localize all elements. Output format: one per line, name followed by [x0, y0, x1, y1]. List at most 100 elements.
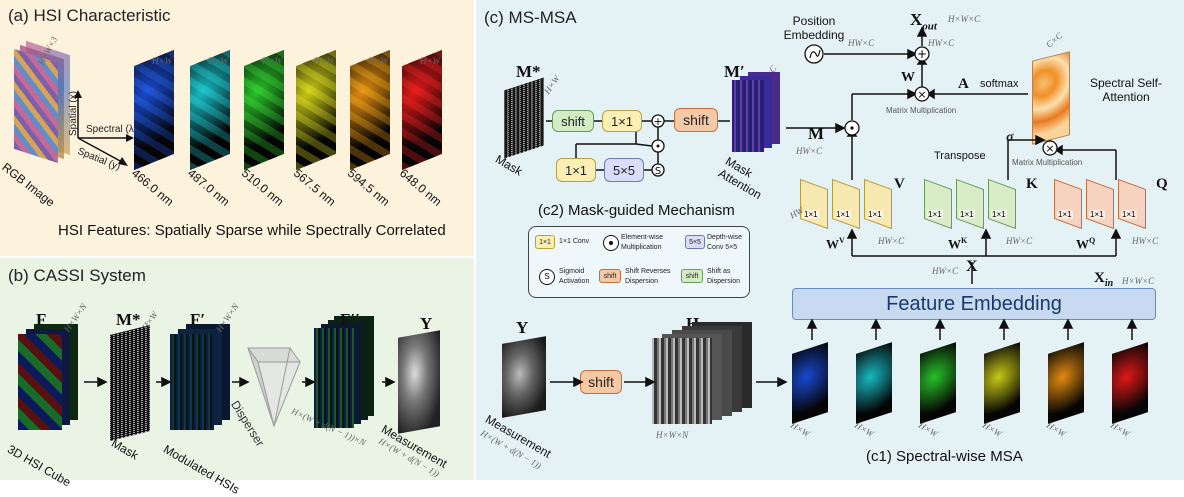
matmul-label-1: Matrix Multiplication — [886, 106, 957, 115]
M-star-symbol: M* — [116, 310, 141, 329]
H-stack — [652, 322, 762, 430]
legend-ew-text: Element-wise Multiplication — [621, 234, 664, 251]
Q-symbol: Q — [1156, 176, 1168, 192]
disperser-prism — [247, 347, 301, 428]
legend-shiftd-icon: shift — [681, 269, 703, 283]
conv1x1-box-bottom: 1×1 — [556, 158, 596, 182]
K-symbol: K — [1026, 176, 1038, 192]
svg-text:S: S — [655, 166, 661, 177]
V-symbol: V — [894, 176, 905, 192]
x-dim: HW×C — [932, 266, 959, 276]
matmul-circle-2 — [1042, 140, 1058, 156]
legend-conv1-text: 1×1 Conv — [559, 238, 590, 245]
X-in-symbol: Xin — [1094, 270, 1114, 289]
spectral-sa-label: Spectral Self-Attention — [1089, 76, 1163, 104]
hsi-cube — [18, 324, 78, 434]
legend-sig-text: Sigmoid Activation — [559, 268, 590, 285]
axis-lambda-label: Spectral (λ) — [86, 124, 138, 135]
band-dim: H×W — [420, 56, 441, 66]
band-image — [244, 49, 284, 171]
axis-x-label: Spatial (x) — [68, 90, 79, 136]
hwc-label-2: HW×C — [928, 38, 955, 48]
legend-conv5-icon: 5×5 — [685, 235, 705, 249]
band-image — [296, 49, 336, 171]
X-out-dim: H×W×C — [948, 14, 981, 24]
msa-arrows: + × × — [550, 26, 1138, 388]
Wv-symbol: WV — [826, 236, 845, 252]
M-prime-symbol: M′ — [724, 62, 745, 81]
sigmoid-circle-c2 — [651, 163, 665, 177]
legend-sig-icon: S — [539, 269, 555, 285]
H-dim: H×W×N — [656, 430, 689, 440]
conv1x1-box-top: 1×1 — [602, 110, 642, 132]
band-image — [402, 49, 442, 171]
panel-hsi-characteristic: (a) HSI Characteristic H×W×3 RGB Image S… — [0, 0, 474, 256]
shift-box-bottom: shift — [580, 370, 622, 394]
F-symbol: F — [36, 310, 47, 329]
Wq-symbol: WQ — [1076, 236, 1096, 252]
svg-text:×: × — [917, 88, 926, 101]
band-dim: H×W — [262, 56, 283, 66]
hsi-features-text: HSI Features: Spatially Sparse while Spe… — [58, 222, 446, 239]
M-star-c: M* — [516, 62, 541, 81]
legend-shiftr-text: Shift Reverses Dispersion — [625, 268, 671, 285]
legend-shiftd-text: Shift as Dispersion — [707, 268, 741, 285]
Y-symbol: Y — [420, 314, 433, 333]
wk-dim: HW×C — [1006, 236, 1033, 246]
legend-conv5-text: Depth-wise Conv 5×5 — [707, 234, 743, 251]
band-dim: H×W — [208, 56, 229, 66]
panel-c-title: (c) MS-MSA — [484, 8, 577, 27]
legend-conv1-icon: 1×1 — [535, 235, 555, 249]
c1-title: (c1) Spectral-wise MSA — [866, 448, 1023, 465]
panel-a-title: (a) HSI Characteristic — [8, 6, 171, 25]
F-prime-symbol: F′ — [190, 310, 206, 329]
mask-attention-stack — [732, 72, 782, 160]
W-symbol: W — [901, 70, 915, 85]
legend-ew-icon — [603, 235, 619, 251]
position-embedding-icon — [804, 44, 824, 64]
legend-box: 1×1 1×1 Conv Element-wise Multiplication… — [528, 226, 750, 298]
panel-cassi-system: (b) CASSI System F H×W×N 3D HSI Cube M* … — [0, 258, 474, 497]
X-out-symbol: Xout — [910, 10, 937, 33]
softmax-label: softmax — [980, 78, 1019, 90]
transpose-label: Transpose — [934, 150, 986, 162]
axis-y-arrow — [77, 137, 123, 163]
panel-ms-msa: (c) MS-MSA M* H×W Mask shift 1×1 1×1 5×5… — [476, 0, 1184, 480]
shift-reverse-box: shift — [674, 108, 718, 132]
legend-shiftr-icon: shift — [599, 269, 621, 283]
sigma-label: σ — [1006, 130, 1014, 145]
svg-text:×: × — [1045, 142, 1054, 155]
x-in-dim: H×W×C — [1122, 276, 1155, 286]
wv-dim: HW×C — [878, 236, 905, 246]
band-image — [134, 49, 174, 171]
F-double-prime-symbol: F′′ — [340, 310, 360, 329]
c2-title: (c2) Mask-guided Mechanism — [538, 202, 735, 219]
hwc-label-1: HW×C — [848, 38, 875, 48]
add-circle-c2 — [651, 114, 665, 128]
mask-guided-lines: + S — [546, 114, 730, 177]
modulated-hsis — [170, 324, 230, 434]
matmul-circle-1 — [914, 86, 930, 102]
panel-b-title: (b) CASSI System — [8, 266, 146, 285]
band-image — [350, 49, 390, 171]
dispersed-hsis — [314, 316, 378, 438]
Wk-symbol: WK — [948, 236, 968, 252]
band-dim: H×W — [368, 56, 389, 66]
position-embedding-label: Position Embedding — [783, 14, 845, 42]
band-dim: H×W — [152, 56, 173, 66]
Y-symbol-c: Y — [516, 318, 529, 337]
band-image — [190, 49, 230, 171]
svg-text:+: + — [917, 47, 927, 61]
axes-diagram — [74, 90, 134, 166]
cassi-arrows — [84, 376, 396, 388]
band-dim: H×W — [314, 56, 335, 66]
matmul-label-2: Matrix Multiplication — [1012, 158, 1083, 167]
add-circle-out — [914, 46, 930, 62]
shift-dispersion-box: shift — [552, 110, 594, 132]
A-symbol: A — [958, 76, 969, 92]
feature-embedding-bar: Feature Embedding — [792, 288, 1156, 320]
